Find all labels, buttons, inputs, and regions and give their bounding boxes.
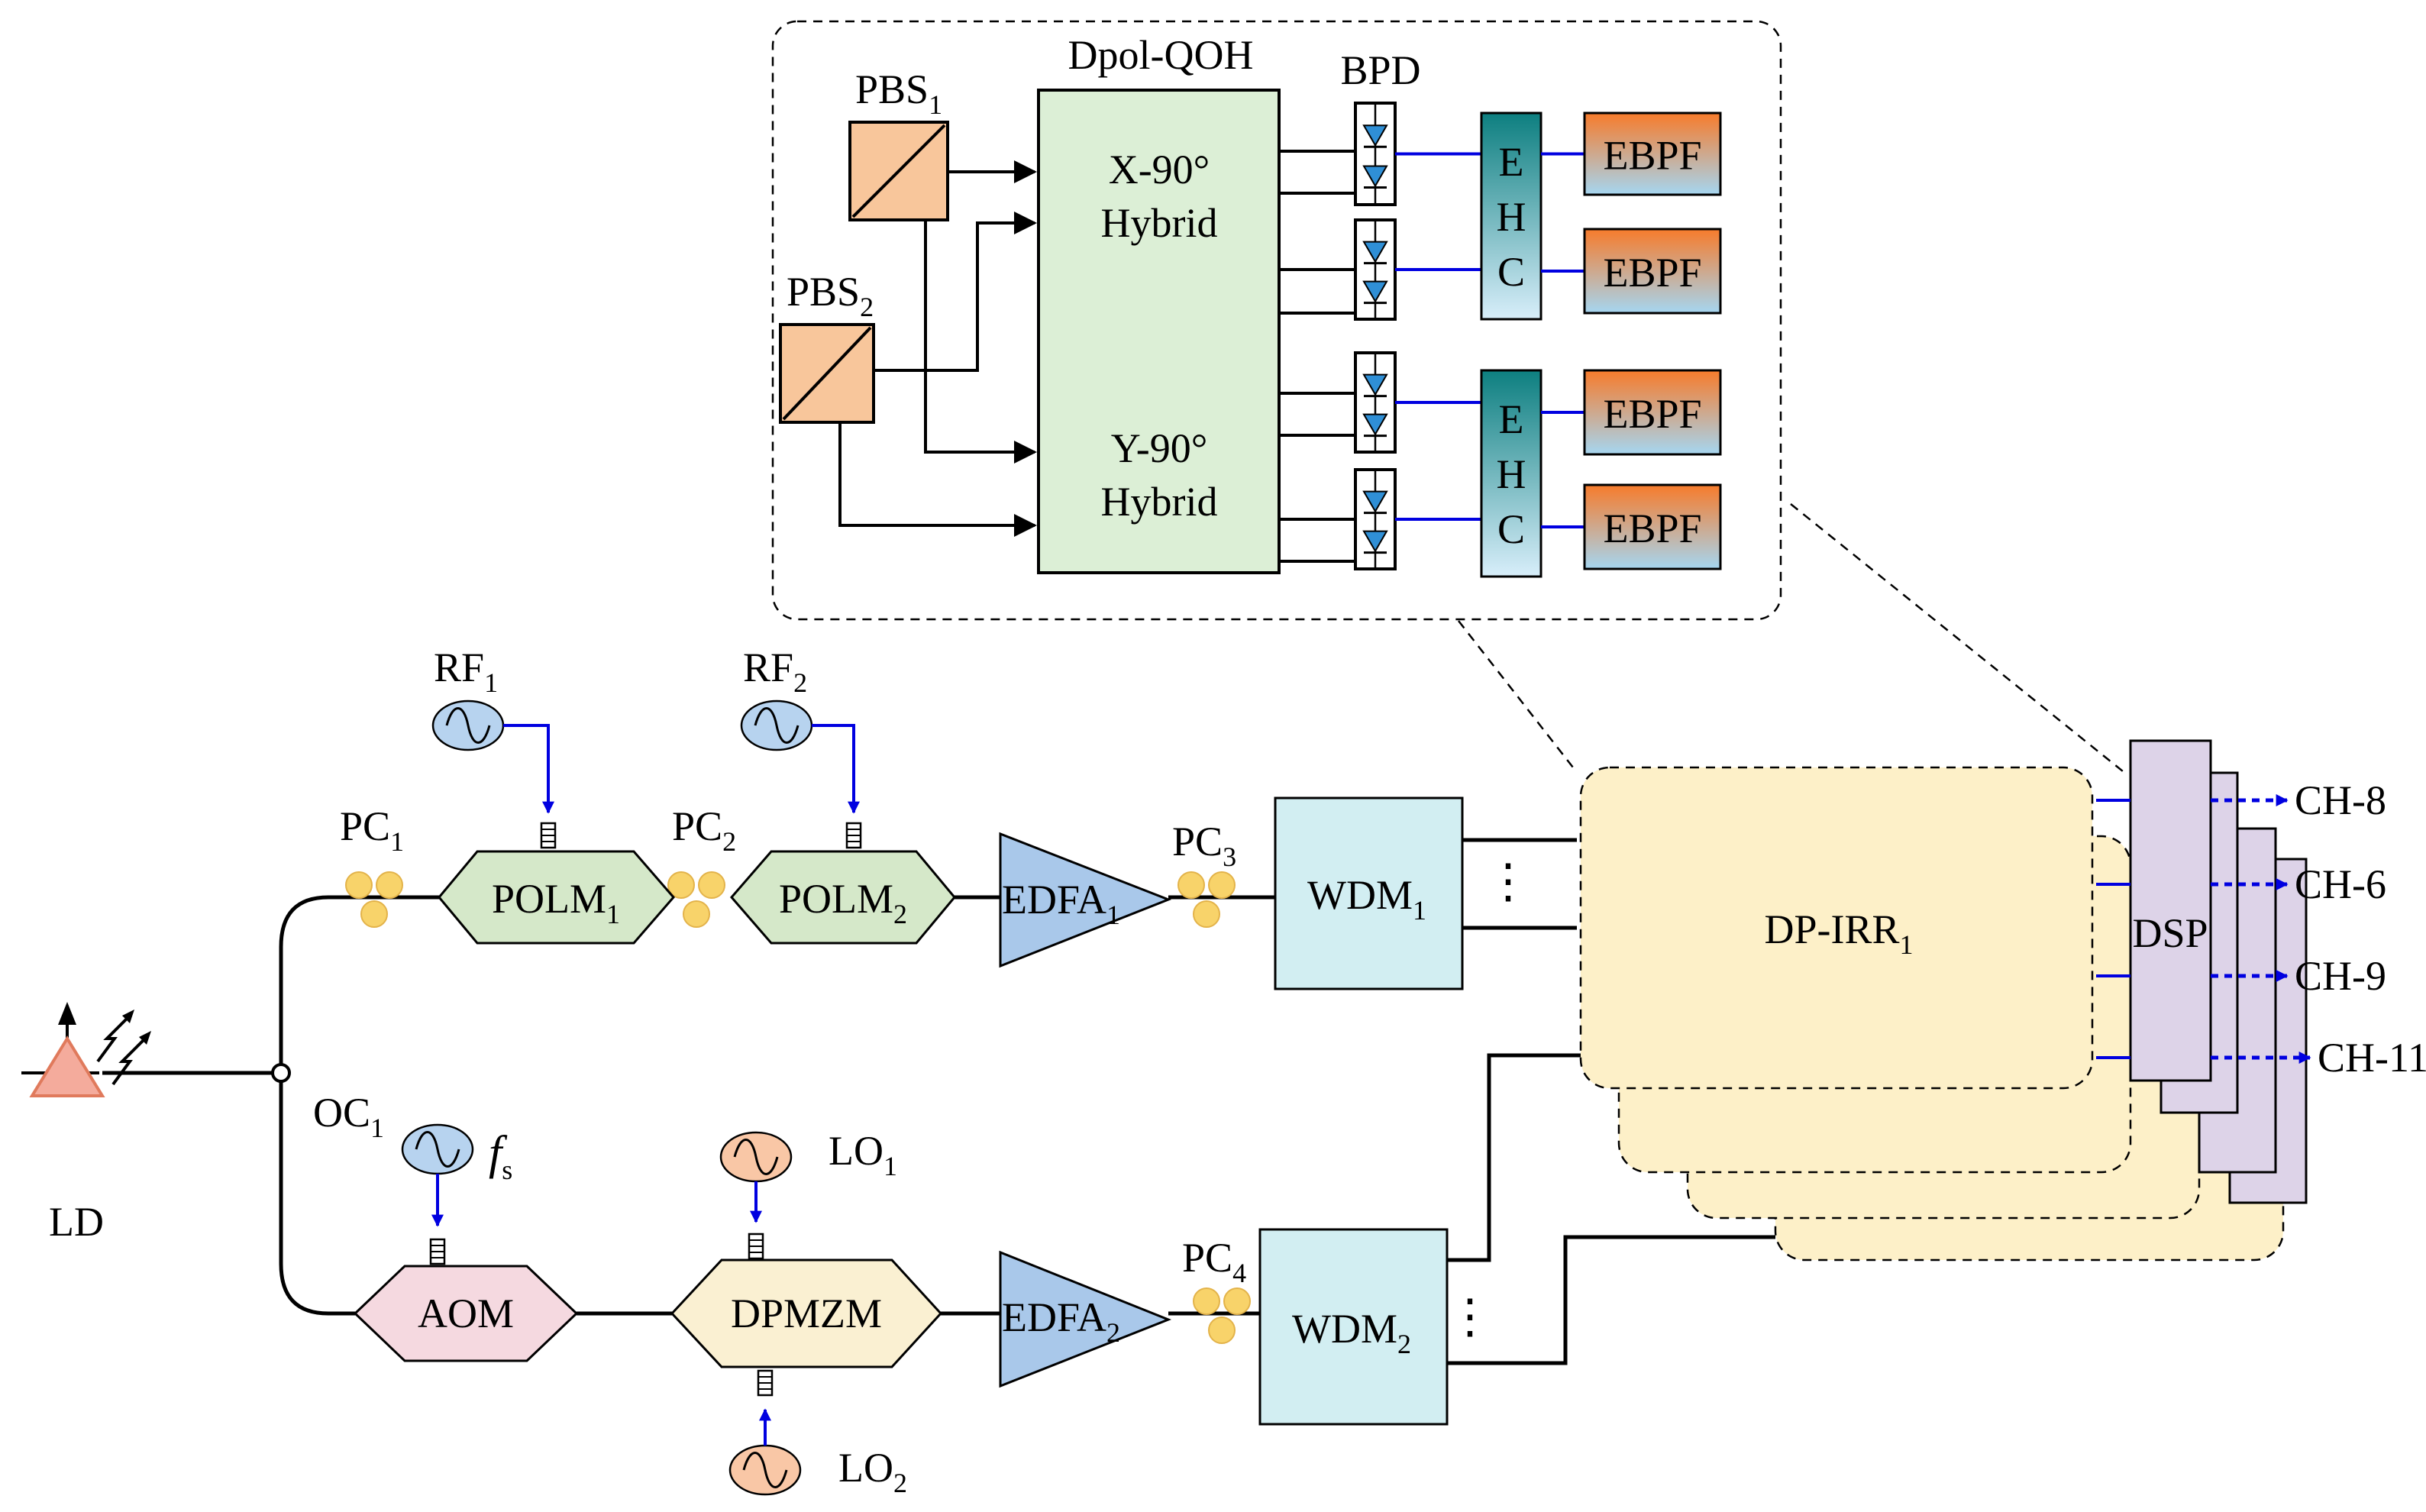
ehc-2: EHC [1480,369,1542,578]
ebpf-label: EBPF [1603,133,1701,179]
edfa2-block [999,1250,1172,1388]
signal-sources [401,699,862,1496]
bpd-4 [1354,468,1481,570]
ebpf-label: EBPF [1603,506,1701,551]
fs-source [401,1123,474,1265]
ebpf-3: EBPF [1583,369,1722,456]
pc2 [667,871,725,928]
edfa1-block [999,832,1172,968]
ehc-letter: C [1497,249,1525,295]
wdm1-label: WDM1 [1307,872,1426,926]
dpmzm-label: DPMZM [731,1291,882,1336]
fs-label: fs [489,1127,512,1185]
zoom-line-left [1458,620,1574,768]
pc3 [1177,871,1236,928]
pc-group [345,871,1251,1344]
wdm2-ellipsis: ⋮ [1446,1291,1494,1343]
edfa1-label: EDFA1 [1002,877,1120,930]
ehc-letter: E [1499,396,1524,442]
rf1-label: RF1 [434,645,498,698]
channel-label: CH-8 [2295,777,2386,823]
polm1-label: POLM1 [492,876,620,929]
ld-label: LD [49,1199,104,1245]
lo2-source [728,1369,802,1496]
y-hybrid-line2: Hybrid [1101,479,1218,525]
rf1-source [431,699,557,849]
x-hybrid-line2: Hybrid [1101,200,1218,246]
channel-outputs: CH-8CH-6CH-9CH-11 [2096,777,2426,1081]
polm1-block [438,850,675,945]
bpd-3 [1354,351,1481,454]
zoom-line-right [1790,503,2124,772]
channel-label: CH-9 [2295,953,2386,999]
polm2-label: POLM2 [779,876,907,929]
pc4 [1193,1287,1251,1344]
ebpf-label: EBPF [1603,391,1701,437]
lo1-label: LO1 [829,1128,897,1181]
dpol-qoh-hybrid-box [1037,89,1281,574]
bpd-label: BPD [1340,47,1420,93]
polm2-block [730,850,956,945]
rf2-source [740,699,862,849]
pbs-to-hybrid-wires [838,160,1037,537]
wdm1-ellipsis: ⋮ [1484,856,1532,908]
main-fibers [102,838,1775,1365]
bpd-group [1354,102,1481,570]
aom-label: AOM [418,1291,514,1336]
oc1-coupler [271,1063,291,1083]
dsp-label: DSP [2132,910,2208,956]
ehc-letter: H [1497,451,1526,497]
ehc-letter: H [1497,194,1526,240]
ebpf-2: EBPF [1583,228,1722,315]
pbs1-label: PBS1 [855,66,942,120]
pbs1-block [848,121,949,221]
ebpf-4: EBPF [1583,483,1722,570]
dpirr1-label: DP-IRR1 [1764,906,1913,960]
channel-label: CH-6 [2295,861,2386,907]
y-hybrid-line1: Y-90° [1111,425,1208,471]
ehc-letter: E [1499,139,1524,185]
rf2-label: RF2 [743,645,807,698]
ehc-1: EHC [1480,111,1542,321]
x-hybrid-line1: X-90° [1109,147,1210,192]
pbs2-block [779,323,875,424]
hybrid-output-wires [1279,150,1355,563]
pc4-label: PC4 [1182,1235,1246,1288]
dpol-qoh-title: Dpol-QOH [1068,32,1254,78]
lo1-source [719,1131,793,1260]
dsp-block [2129,739,2212,1082]
pc1-label: PC1 [340,803,404,857]
pc2-label: PC2 [672,803,736,857]
laser-diode [21,1002,151,1097]
ld-triangle [29,1035,105,1097]
wdm2-label: WDM2 [1292,1306,1411,1359]
bpd-2 [1354,218,1481,321]
inset-frame [771,20,1782,621]
pc1 [345,871,403,928]
aom-block [353,1265,579,1362]
dpmzm-block [670,1258,943,1368]
ehc-letter: C [1497,506,1525,552]
pc3-label: PC3 [1172,819,1236,872]
dpirr1-block [1579,766,2094,1090]
wdm1-block [1274,796,1464,990]
edfa2-label: EDFA2 [1002,1294,1120,1348]
bpd-1 [1354,102,1481,206]
wdm2-block [1258,1228,1449,1426]
ebpf-1: EBPF [1583,111,1722,196]
ebpf-label: EBPF [1603,250,1701,296]
oc1-label: OC1 [313,1090,384,1143]
channel-label: CH-11 [2318,1035,2426,1081]
lo2-label: LO2 [838,1445,907,1498]
pbs2-label: PBS2 [787,269,874,322]
